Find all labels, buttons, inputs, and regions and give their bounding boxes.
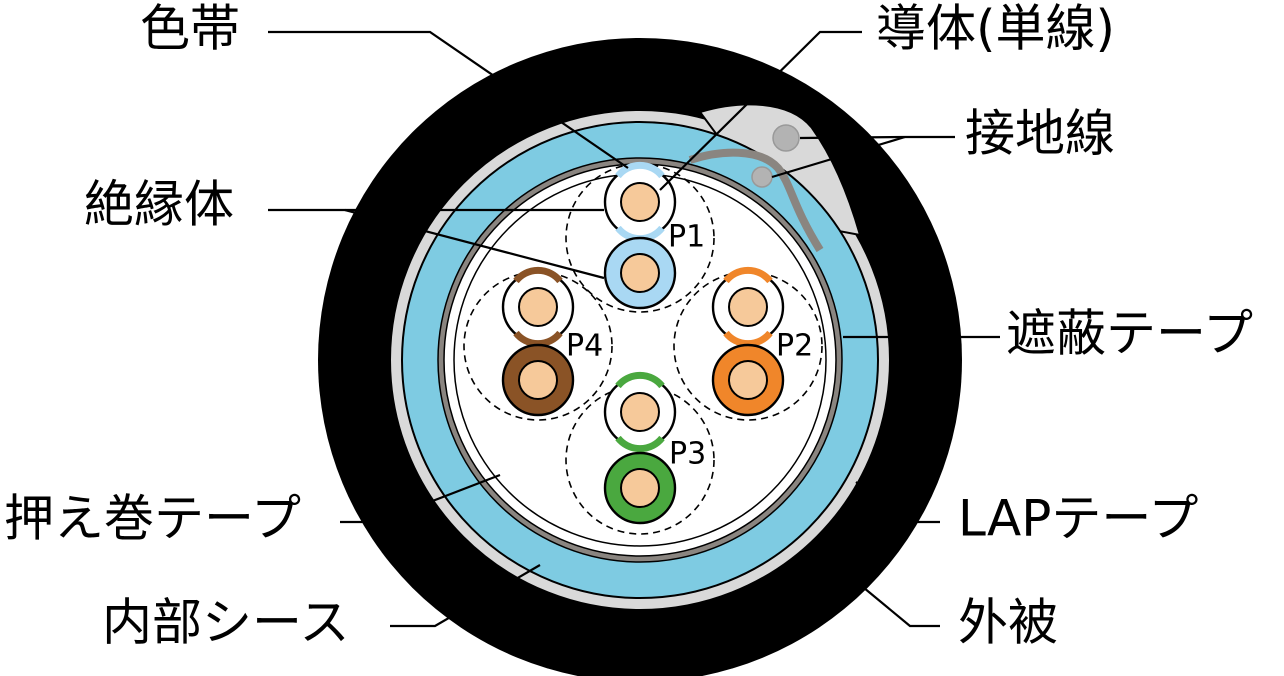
leader-binder-tape [340, 473, 501, 524]
conductor-core [518, 360, 558, 400]
pair-label-p1: P1 [668, 220, 705, 255]
shield-tape-ground-loop [688, 148, 824, 253]
color-band-p4-top [513, 266, 563, 284]
conductor-core [728, 287, 768, 327]
label-conductor: 導体(単線) [876, 0, 1115, 58]
pair-label-p2: P2 [776, 329, 813, 364]
color-band-p3-top [615, 371, 665, 389]
pair-label-p4: P4 [566, 329, 603, 364]
color-band-p1-top [615, 161, 665, 179]
pair-p1 [603, 161, 677, 310]
pair-label-p3: P3 [669, 437, 706, 472]
conductor-core [620, 253, 660, 293]
pair-p2 [711, 266, 785, 417]
leader-insulation-b [344, 208, 605, 280]
leader-ground-wire-inner [771, 135, 906, 179]
label-shield-tape: 遮蔽テープ [1006, 305, 1253, 363]
label-color-band: 色帯 [140, 0, 240, 58]
label-ground-wire: 接地線 [965, 105, 1115, 163]
pair-p3 [603, 371, 677, 525]
conductor-core [620, 468, 660, 508]
conductor-core [620, 182, 660, 222]
color-band-p3-bottom [615, 435, 665, 453]
color-band-p2-bottom [723, 330, 773, 348]
conductor-core [518, 287, 558, 327]
label-inner-sheath: 内部シース [102, 594, 350, 652]
leader-outer-jacket [851, 577, 940, 628]
leader-inner-sheath [390, 564, 541, 628]
color-band-p4-bottom [513, 330, 563, 348]
leader-ground-wire-outer [799, 135, 955, 140]
label-binder-tape: 押え巻テープ [4, 490, 301, 548]
color-band-p2-top [723, 266, 773, 284]
pair-p4 [501, 266, 575, 417]
label-insulation: 絶縁体 [84, 176, 234, 234]
leader-lap-tape [855, 481, 940, 524]
leader-color-band [268, 30, 629, 169]
conductor-core [728, 360, 768, 400]
leader-conductor [659, 30, 862, 191]
label-outer-jacket: 外被 [958, 594, 1058, 652]
conductor-core [620, 392, 660, 432]
label-lap-tape: LAPテープ [958, 490, 1198, 548]
ground-wire-outer [772, 124, 800, 152]
ground-wire-inner [751, 166, 773, 188]
